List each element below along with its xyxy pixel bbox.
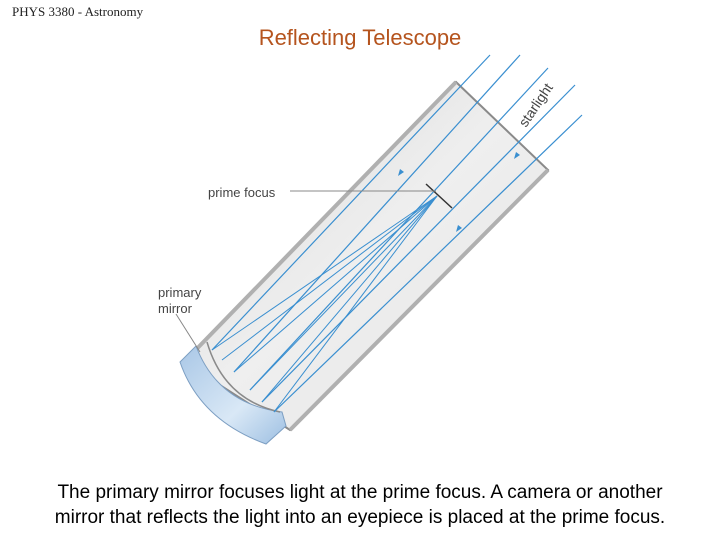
reflected-ray-4 [261, 195, 438, 403]
prime-focus-marker [425, 183, 453, 209]
caption-line-2: mirror that reflects the light into an e… [54, 507, 666, 528]
primary-mirror-leader [175, 313, 201, 353]
tube-rim-upper [182, 80, 458, 364]
ray-arrow-3 [514, 152, 520, 159]
course-label: PHYS 3380 - Astronomy [12, 4, 144, 19]
slide-caption: The primary mirror focuses light at the … [0, 480, 720, 530]
starlight-ray-1 [211, 54, 491, 351]
reflected-ray-5 [273, 195, 438, 413]
ray-arrow-1 [398, 169, 404, 176]
starlight-ray-2 [233, 54, 521, 373]
primary-mirror [179, 345, 287, 445]
starlight-ray-5 [273, 114, 583, 413]
starlight-ray-4 [261, 84, 576, 403]
starlight-label: starlight [515, 80, 556, 130]
slide-title: Reflecting Telescope [0, 25, 720, 51]
reflected-rays [211, 195, 438, 413]
telescope-tube [182, 80, 550, 432]
slide-title-text: Reflecting Telescope [258, 25, 462, 50]
prime-focus-label: prime focus [208, 185, 276, 200]
primary-mirror-surface [206, 341, 281, 413]
primary-mirror-label-line1: primary [158, 285, 202, 300]
primary-mirror-label-line2: mirror [158, 301, 193, 316]
reflected-ray-2 [233, 195, 438, 373]
tube-rim-lower [288, 168, 550, 432]
reflected-ray-6 [221, 195, 438, 361]
reflected-ray-1 [211, 195, 438, 351]
reflected-ray-3 [249, 195, 438, 391]
ray-arrow-2 [456, 225, 462, 232]
starlight-rays [211, 54, 583, 413]
caption-line-1: The primary mirror focuses light at the … [57, 482, 663, 503]
